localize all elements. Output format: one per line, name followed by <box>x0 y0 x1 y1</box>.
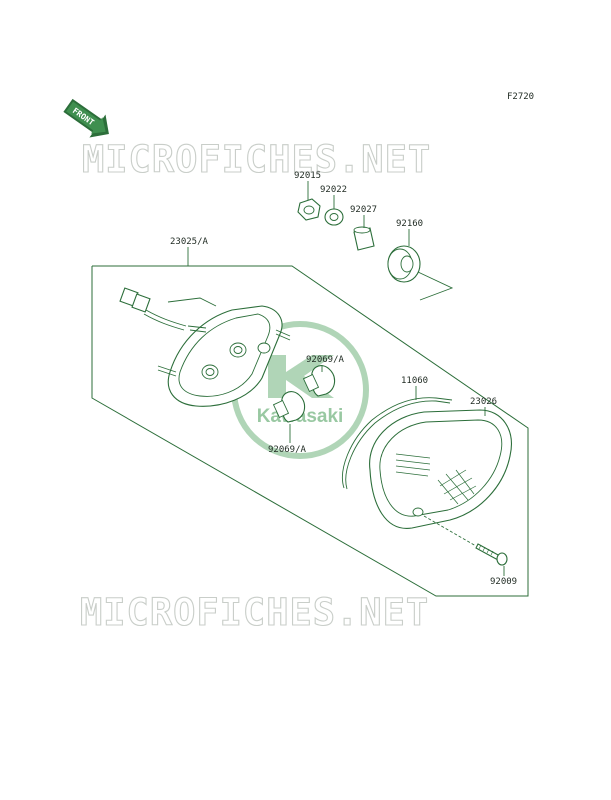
label-92022: 92022 <box>320 185 347 195</box>
part-92015-nut <box>297 198 321 221</box>
part-23026-lens <box>369 409 512 529</box>
label-23025A: 23025/A <box>170 237 209 247</box>
label-92069A-upper: 92069/A <box>306 355 345 365</box>
part-11060-gasket <box>342 397 453 490</box>
watermark-bottom: MICROFICHES.NET <box>80 591 429 634</box>
label-92069A-lower: 92069/A <box>268 445 307 455</box>
label-92160: 92160 <box>396 219 423 229</box>
label-92027: 92027 <box>350 205 377 215</box>
label-11060: 11060 <box>401 376 428 386</box>
part-92022-washer <box>324 208 344 226</box>
part-92069A-bulb-upper <box>302 365 336 397</box>
label-23026: 23026 <box>470 397 497 407</box>
part-92069A-bulb-lower <box>272 391 306 423</box>
label-92009: 92009 <box>490 577 517 587</box>
part-92009-screw <box>475 543 508 566</box>
part-92027-collar <box>353 226 375 251</box>
label-92015: 92015 <box>294 171 321 181</box>
watermark-top: MICROFICHES.NET <box>82 138 431 181</box>
figure-code: F2720 <box>507 92 534 102</box>
part-connector <box>119 287 187 331</box>
part-92160-grommet <box>387 245 421 283</box>
part-23025A-housing <box>157 305 291 407</box>
